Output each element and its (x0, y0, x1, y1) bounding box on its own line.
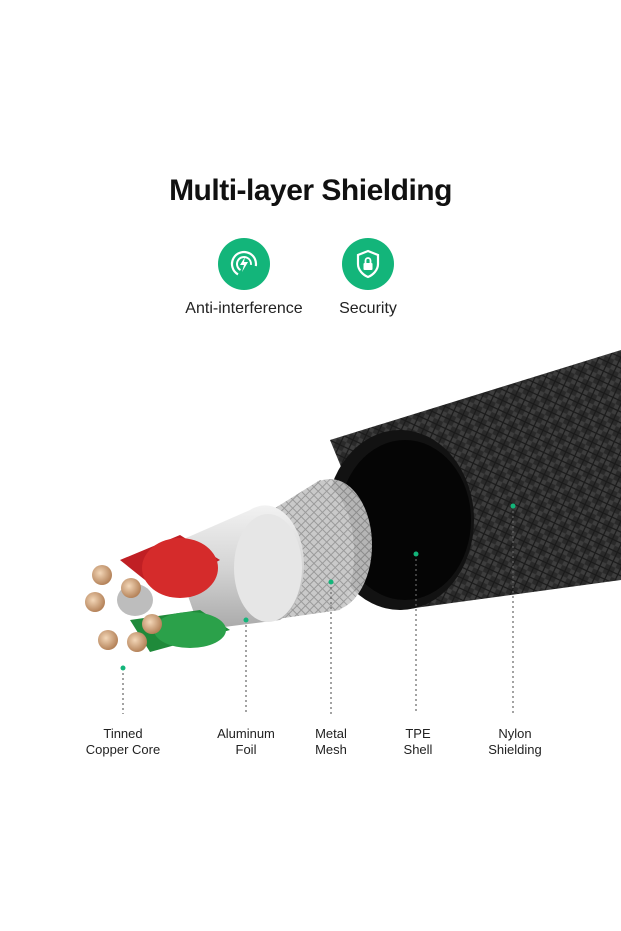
callout-metal-mesh: Metal Mesh (276, 726, 386, 758)
callout-line: Copper Core (85, 742, 161, 757)
callout-line: Shell (403, 742, 433, 757)
callout-line: Foil (235, 742, 257, 757)
callout-line: Shielding (488, 742, 542, 757)
callout-line: TPE (405, 726, 431, 741)
callout-tinned-copper-core: Tinned Copper Core (68, 726, 178, 758)
feature-label: Anti-interference (185, 300, 303, 317)
callout-nylon-shielding: Nylon Shielding (460, 726, 570, 758)
feature-label: Security (339, 300, 397, 317)
feature-anti-interference: Anti-interference (174, 238, 314, 318)
cable-cross-section-illustration (85, 350, 621, 714)
callout-line: Aluminum (217, 726, 275, 741)
callout-line: Nylon (498, 726, 532, 741)
tinned-copper-core-layer (85, 565, 162, 652)
signal-bolt-icon (218, 238, 270, 290)
callout-line: Mesh (315, 742, 347, 757)
page-title: Multi-layer Shielding (169, 174, 452, 207)
callout-tpe-shell: TPE Shell (363, 726, 473, 758)
callout-leaders (120, 503, 516, 714)
callout-aluminum-foil: Aluminum Foil (191, 726, 301, 758)
feature-security: Security (298, 238, 438, 318)
callout-line: Tinned (103, 726, 143, 741)
callout-line: Metal (315, 726, 347, 741)
shield-lock-icon (342, 238, 394, 290)
